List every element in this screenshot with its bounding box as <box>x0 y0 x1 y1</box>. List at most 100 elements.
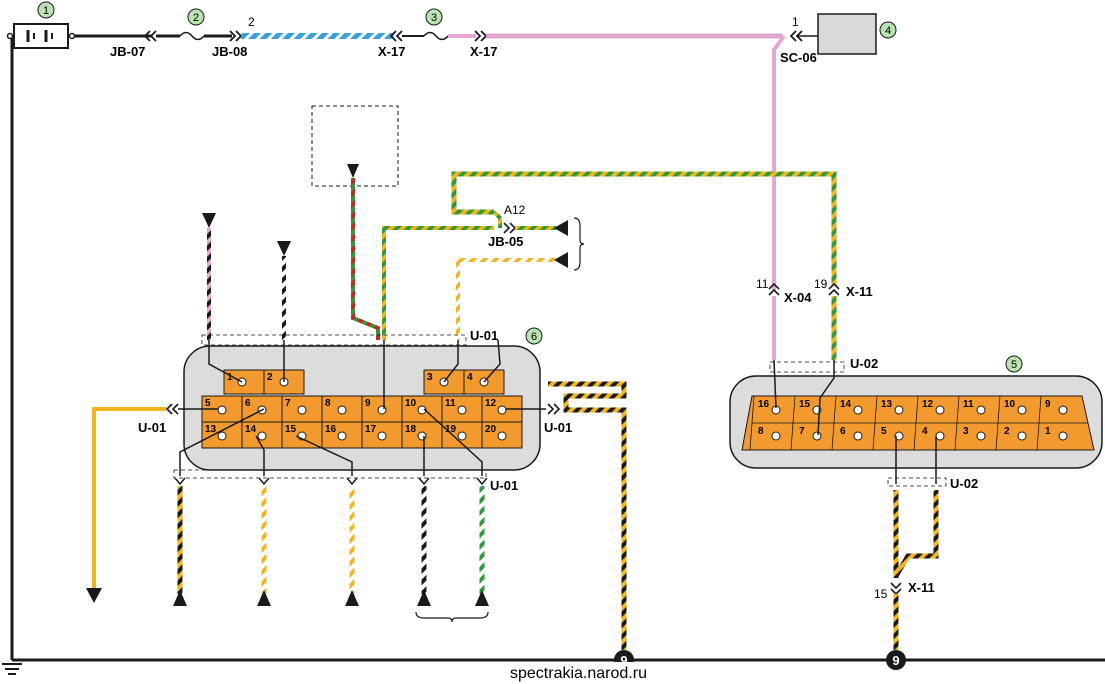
wire-yellow-green-loop <box>451 171 837 285</box>
pin-contact <box>337 405 347 415</box>
pin-contact <box>894 431 904 441</box>
pin-number: 17 <box>365 424 377 435</box>
terminal-arrow-icon <box>173 590 187 606</box>
u02-top-connector-outline <box>769 361 845 373</box>
label-u01-top: U-01 <box>470 328 498 343</box>
pin-contact <box>457 405 467 415</box>
label-a12: A12 <box>504 203 526 217</box>
pin-number: 13 <box>881 399 893 410</box>
pin-number: 6 <box>840 426 846 437</box>
footer-backdrop <box>506 662 694 682</box>
wire-yellow-black-c5b <box>893 490 939 578</box>
pin-contact <box>853 431 863 441</box>
pin-contact <box>935 405 945 415</box>
pin-contact <box>1058 405 1068 415</box>
pin-number: 12 <box>485 398 497 409</box>
pin-number: 3 <box>427 372 433 383</box>
connector-symbol <box>346 477 358 486</box>
pin-contact <box>976 431 986 441</box>
pin-number: 9 <box>1045 399 1051 410</box>
pin-number: 15 <box>285 424 297 435</box>
connector-symbol <box>418 477 430 486</box>
wire-yellow-white <box>456 258 556 340</box>
label-jb07: JB-07 <box>110 44 145 59</box>
connector-symbol <box>258 477 270 486</box>
label-jb05: JB-05 <box>488 234 523 249</box>
pin-number: 18 <box>405 424 417 435</box>
connector-jb05-symbol <box>503 222 517 234</box>
pin-cell <box>321 395 363 423</box>
dashed-component-box <box>311 105 399 187</box>
wire-black-pin1 <box>208 340 243 383</box>
terminal-arrow-icon <box>475 590 489 606</box>
pin-number: 11 <box>963 399 974 410</box>
pin-contact <box>257 431 267 441</box>
terminal-arrow-icon <box>554 220 568 236</box>
connector-symbol <box>476 477 488 486</box>
terminal-arrow-icon <box>277 241 291 256</box>
connector-jb07-symbol <box>143 30 157 42</box>
callout-5: 5 <box>1005 355 1023 373</box>
pin-contact <box>497 431 507 441</box>
callout-1: 1 <box>37 1 55 19</box>
label-x11-top: X-11 <box>846 284 873 299</box>
pin-number: 14 <box>840 399 852 410</box>
connector-x17-right-symbol <box>474 30 488 42</box>
label-x17-right: X-17 <box>470 44 497 59</box>
pin-number: 12 <box>922 399 934 410</box>
pin-contact <box>812 431 822 441</box>
label-sc06: SC-06 <box>780 50 817 65</box>
pin-number: 13 <box>205 424 217 435</box>
lower-wires <box>173 477 489 606</box>
wire-yellow-left <box>92 407 166 590</box>
wire-pin16 <box>773 359 777 409</box>
pin-number: 14 <box>245 424 257 435</box>
pin-contact <box>976 405 986 415</box>
connector-x04-symbol <box>768 282 780 296</box>
wire-number: 2 <box>248 15 255 29</box>
pin-contact <box>457 431 467 441</box>
terminal-arrow-icon <box>257 590 271 606</box>
pin-number: 10 <box>405 398 417 409</box>
wire-pink-vertical <box>772 34 786 290</box>
svg-text:2: 2 <box>193 12 199 24</box>
svg-text:4: 4 <box>885 25 891 37</box>
ground-point-label: 9 <box>620 653 627 668</box>
wire-number: 15 <box>874 587 888 601</box>
wire-blue-white <box>241 33 394 39</box>
wire-pink-stub <box>448 34 476 38</box>
pin-number: 20 <box>485 424 497 435</box>
label-u02-bottom: U-02 <box>950 476 978 491</box>
pin-number: 16 <box>758 399 770 410</box>
wire-pink-top <box>485 33 783 39</box>
connector-symbol <box>174 477 186 486</box>
pin-number: 16 <box>325 424 337 435</box>
pin-number: 2 <box>267 372 273 383</box>
svg-text:3: 3 <box>431 12 437 24</box>
svg-text:5: 5 <box>1011 359 1017 371</box>
pin-contact <box>497 405 507 415</box>
pin-number: 1 <box>227 372 233 383</box>
callout-2: 2 <box>187 8 205 26</box>
label-x17-left: X-17 <box>378 44 405 59</box>
pin-contact <box>1017 431 1027 441</box>
pin-contact <box>853 405 863 415</box>
pin-contact <box>217 431 227 441</box>
callout-3: 3 <box>425 8 443 26</box>
svg-text:1: 1 <box>43 5 49 17</box>
pin-contact <box>297 405 307 415</box>
footer-watermark: spectrakia.narod.ru <box>510 665 647 682</box>
connector-x11-bottom-symbol <box>890 582 902 596</box>
pin-number: 4 <box>922 426 928 437</box>
wire-number: 19 <box>814 277 828 291</box>
terminal-arrow-icon <box>417 590 431 606</box>
pin-number: 4 <box>467 372 473 383</box>
connector-x17-left-symbol <box>389 30 403 42</box>
component-4-box <box>817 13 877 55</box>
pin-number: 19 <box>445 424 457 435</box>
ground-point-9 <box>886 650 906 670</box>
pin-number: 7 <box>799 426 805 437</box>
label-jb08: JB-08 <box>212 44 247 59</box>
pin-number: 15 <box>799 399 811 410</box>
